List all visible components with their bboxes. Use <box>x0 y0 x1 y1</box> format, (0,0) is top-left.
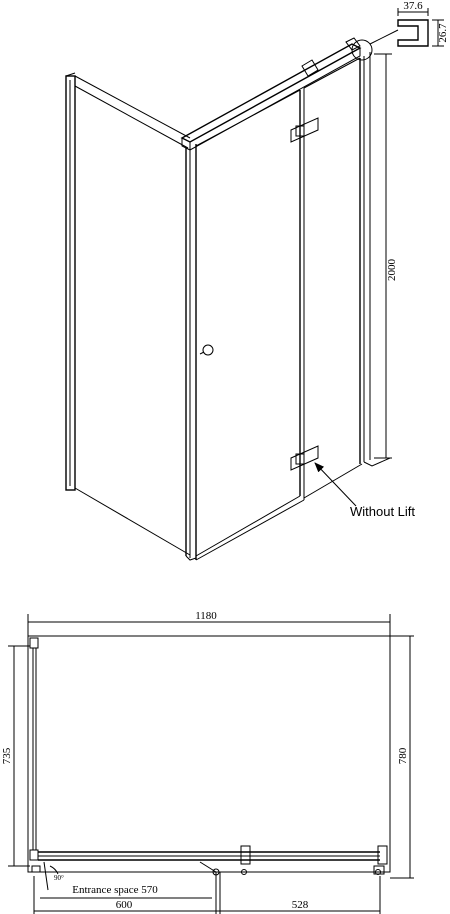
overall-width-label: 1180 <box>195 610 217 622</box>
callout-label: Without Lift <box>350 504 415 519</box>
height-label: 2000 <box>386 259 398 282</box>
profile-depth-label: 26.7 <box>437 23 449 43</box>
right-segment-label: 528 <box>292 899 309 911</box>
upper-hinge <box>290 117 319 143</box>
plan-enclosure <box>27 635 391 876</box>
lower-hinge <box>290 445 319 471</box>
door-swing: 90° <box>43 861 221 914</box>
hinge-block <box>240 845 251 865</box>
corner-post <box>185 144 197 561</box>
right-depth-dimension: 780 <box>390 635 414 879</box>
fixed-panel <box>303 52 391 499</box>
without-lift-callout: Without Lift <box>314 462 415 519</box>
left-segment-label: 600 <box>116 899 133 911</box>
door-panel <box>195 88 305 561</box>
entrance-label: Entrance space 570 <box>72 884 158 896</box>
profile-detail: 37.6 26.7 <box>351 0 449 61</box>
height-dimension: 2000 <box>374 53 398 459</box>
side-panel <box>65 72 191 556</box>
segment-dimensions: 600 528 <box>33 876 381 914</box>
detail-circle <box>351 39 373 61</box>
overall-width-dimension: 1180 <box>27 610 391 640</box>
entrance-dimension: Entrance space 570 <box>40 884 212 899</box>
door-knob <box>202 344 214 356</box>
profile-section <box>397 19 429 47</box>
left-depth-label: 735 <box>1 747 13 764</box>
plan-view: 1180 735 780 <box>1 610 414 914</box>
angle-label: 90° <box>54 874 64 882</box>
isometric-view: 2000 37.6 26.7 Without Lift <box>65 0 449 561</box>
left-depth-dimension: 735 <box>1 645 30 867</box>
right-depth-label: 780 <box>397 747 409 764</box>
profile-width-label: 37.6 <box>403 0 423 12</box>
top-rail <box>180 37 362 151</box>
